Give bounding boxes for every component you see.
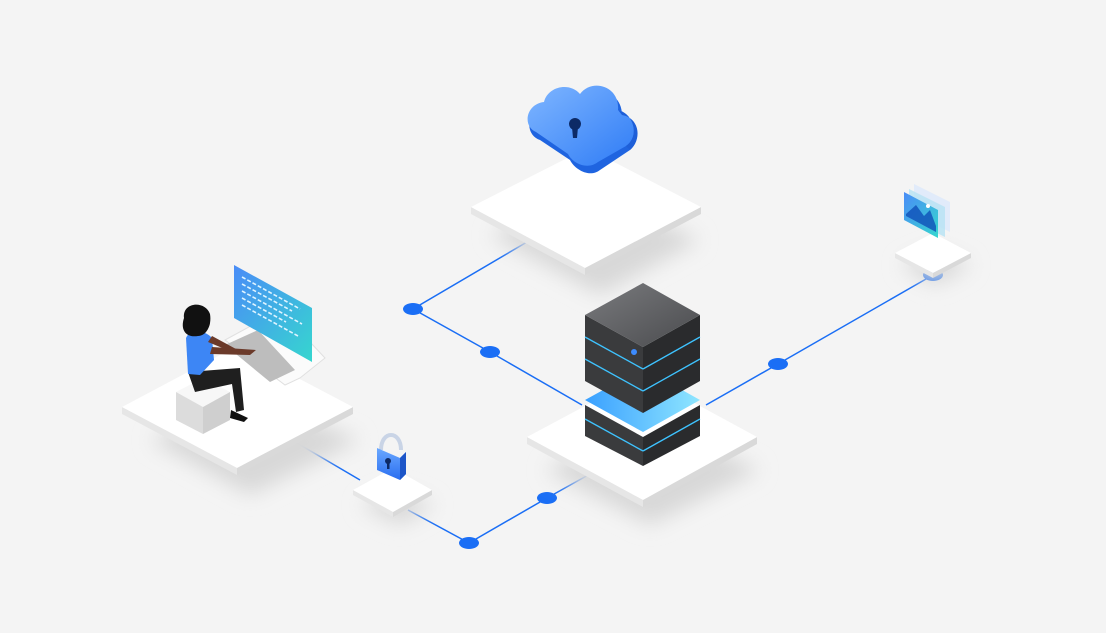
- person-icon: [182, 304, 256, 422]
- cloud-server-connector: [411, 241, 583, 406]
- workstation-node[interactable]: [122, 265, 353, 475]
- padlock-icon: [377, 433, 406, 480]
- monitor-icon: [234, 265, 312, 362]
- connector-dot: [459, 537, 479, 549]
- server-media-connector: [705, 274, 934, 406]
- connector-dot: [480, 346, 500, 358]
- server-node[interactable]: [527, 283, 757, 507]
- cloud-node[interactable]: [471, 85, 701, 275]
- lock-server-connector: [407, 473, 591, 544]
- connector-dot: [537, 492, 557, 504]
- security-node[interactable]: [353, 433, 432, 517]
- connector-dot: [768, 358, 788, 370]
- connector-dot: [403, 303, 423, 315]
- media-node[interactable]: [895, 184, 971, 278]
- server-rack-icon: [584, 283, 701, 466]
- image-gallery-icon: [904, 184, 950, 238]
- cloud-keyhole-icon: [527, 85, 638, 174]
